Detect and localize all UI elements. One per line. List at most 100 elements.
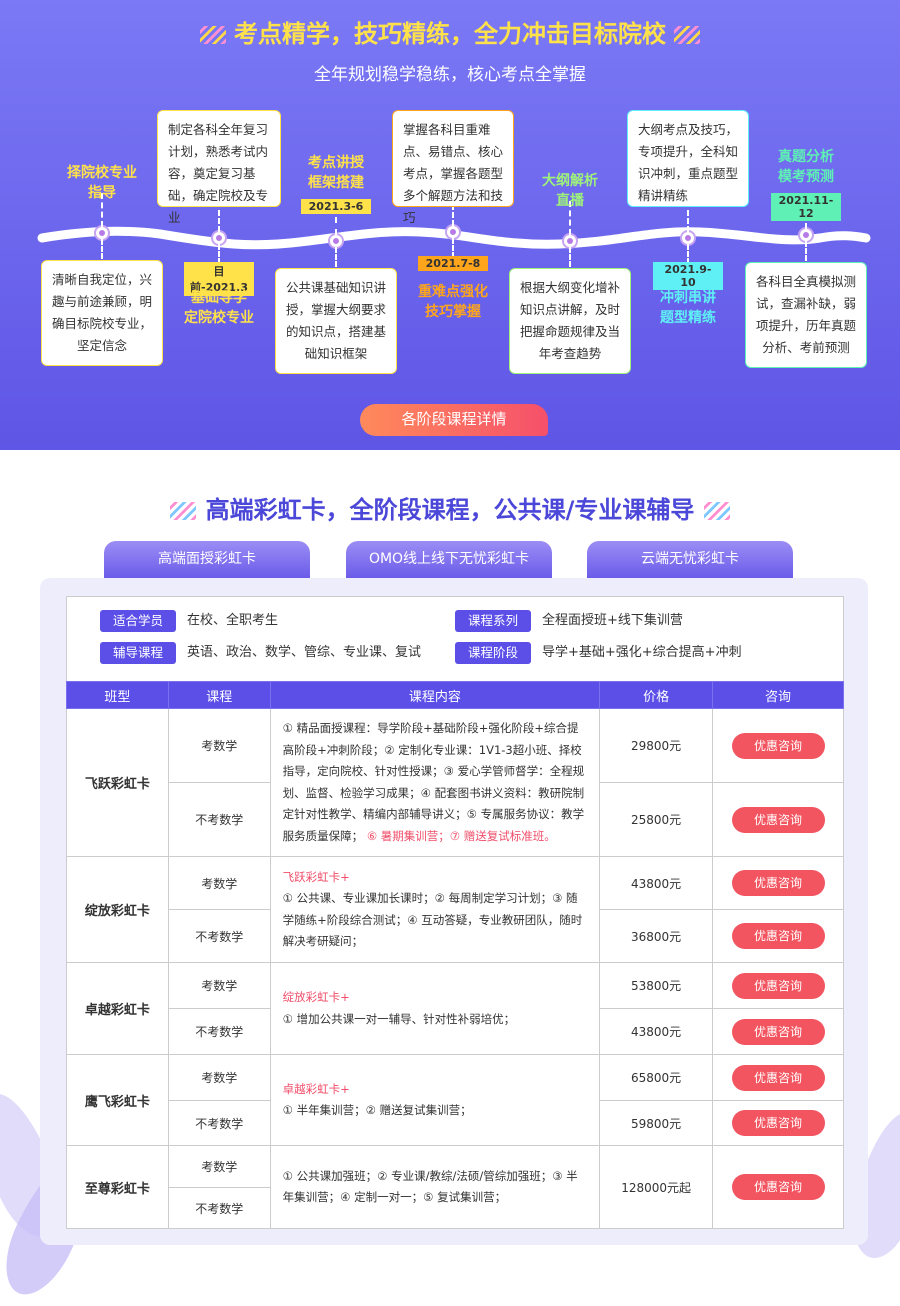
course-type: 不考数学: [167, 909, 271, 963]
course-type: 不考数学: [167, 782, 271, 857]
timeline-bubble: 各科目全真模拟测试，查漏补缺，弱项提升，历年真题分析、考前预测: [745, 262, 867, 368]
course-type: 考数学: [167, 856, 271, 910]
timeline-date: 目前-2021.3: [184, 262, 254, 296]
price: 53800元: [599, 962, 714, 1009]
section-title-text: 高端彩虹卡，全阶段课程，公共课/专业课辅导: [205, 496, 695, 524]
info-value: 导学+基础+强化+综合提高+冲刺: [542, 645, 742, 660]
timeline-title: 大纲解析 直播: [542, 173, 598, 209]
timeline-title: 考点讲授 框架搭建: [308, 155, 364, 191]
consult-cell: 优惠咨询: [712, 856, 844, 910]
class-name: 鹰飞彩虹卡: [66, 1054, 169, 1146]
col-header: 班型: [66, 681, 169, 709]
price: 43800元: [599, 1008, 714, 1055]
timeline-connector: [218, 244, 220, 264]
info-value: 在校、全职考生: [187, 613, 279, 628]
course-type: 不考数学: [167, 1008, 271, 1055]
price: 128000元起: [599, 1145, 714, 1229]
course-details-button[interactable]: 各阶段课程详情: [360, 404, 548, 436]
price: 59800元: [599, 1100, 714, 1146]
class-name: 飞跃彩虹卡: [66, 708, 169, 857]
timeline-title: 真题分析 模考预测: [778, 149, 834, 185]
consult-button[interactable]: 优惠咨询: [731, 1018, 825, 1045]
timeline-node: [213, 232, 225, 244]
hero-title-text: 考点精学，技巧精练，全力冲击目标院校: [234, 20, 666, 48]
timeline-connector: [569, 201, 571, 235]
info-label: 适合学员: [100, 610, 176, 632]
consult-button[interactable]: 优惠咨询: [731, 1110, 825, 1136]
col-header: 咨询: [712, 681, 844, 709]
consult-cell: 优惠咨询: [712, 962, 844, 1009]
consult-button[interactable]: 优惠咨询: [731, 972, 825, 999]
timeline-node: [682, 232, 694, 244]
content-text: ① 半年集训营；② 赠送复试集训营；: [282, 1103, 472, 1117]
info-value: 英语、政治、数学、管综、专业课、复试: [187, 645, 422, 660]
content-text: ① 增加公共课一对一辅导、针对性补弱培优；: [282, 1011, 516, 1026]
slash-decoration-icon: [169, 502, 196, 520]
timeline-bubble: 大纲考点及技巧，专项提升，全科知识冲刺，重点题型精讲精练: [627, 110, 749, 207]
slash-decoration-icon: [674, 26, 700, 44]
table-row: 不考数学: [67, 1187, 844, 1229]
consult-button[interactable]: 优惠咨询: [731, 1174, 825, 1200]
timeline-bubble: 清晰自我定位，兴趣与前途兼顾，明确目标院校专业，坚定信念: [41, 260, 163, 366]
timeline-date: 2021.3-6: [301, 199, 371, 214]
course-content: 飞跃彩虹卡+① 公共课、专业课加长课时；② 每周制定学习计划；③ 随学随练+阶段…: [269, 856, 601, 963]
timeline-connector: [687, 244, 689, 264]
course-content: ① 精品面授课程：导学阶段+基础阶段+强化阶段+综合提高阶段+冲刺阶段；② 定制…: [269, 708, 601, 857]
timeline-connector: [101, 193, 103, 227]
consult-button[interactable]: 优惠咨询: [731, 923, 825, 949]
content-text: ① 精品面授课程：导学阶段+基础阶段+强化阶段+综合提高阶段+冲刺阶段；② 定制…: [282, 721, 585, 843]
timeline-connector: [452, 204, 454, 226]
timeline-bubble: 公共课基础知识讲授，掌握大纲要求的知识点，搭建基础知识框架: [275, 268, 397, 374]
tab-face-to-face[interactable]: 高端面授彩虹卡: [104, 541, 310, 578]
timeline-date: 2021.9-10: [653, 262, 723, 290]
consult-cell: 优惠咨询: [712, 909, 844, 963]
timeline-date: 2021.11-12: [771, 193, 841, 221]
timeline-connector: [335, 247, 337, 267]
consult-button[interactable]: 优惠咨询: [731, 1064, 825, 1091]
course-type: 考数学: [167, 1054, 271, 1101]
course-content: ① 公共课加强班；② 专业课/教综/法硕/管综加强班；③ 半年集训营；④ 定制一…: [269, 1145, 601, 1229]
class-name: 至尊彩虹卡: [66, 1145, 169, 1229]
timeline-node: [564, 235, 576, 247]
info-label: 辅导课程: [100, 642, 176, 664]
tab-omo[interactable]: OMO线上线下无忧彩虹卡: [346, 541, 552, 578]
class-name: 绽放彩虹卡: [66, 856, 169, 963]
hero-title: 考点精学，技巧精练，全力冲击目标院校: [0, 14, 900, 49]
timeline-node: [447, 226, 459, 238]
info-label: 课程系列: [455, 610, 531, 632]
info-value: 全程面授班+线下集训营: [542, 613, 683, 628]
course-content: 绽放彩虹卡+① 增加公共课一对一辅导、针对性补弱培优；: [269, 962, 601, 1055]
timeline-connector: [101, 239, 103, 259]
consult-button[interactable]: 优惠咨询: [731, 732, 825, 759]
consult-cell: 优惠咨询: [712, 1054, 844, 1101]
info-label: 课程阶段: [455, 642, 531, 664]
tab-cloud[interactable]: 云端无忧彩虹卡: [587, 541, 793, 578]
table-row: 鹰飞彩虹卡考数学卓越彩虹卡+① 半年集训营；② 赠送复试集训营；65800元优惠…: [66, 1054, 844, 1146]
course-type: 考数学: [167, 962, 271, 1009]
col-header: 课程: [167, 681, 271, 709]
course-content: 卓越彩虹卡+① 半年集训营；② 赠送复试集训营；: [269, 1054, 601, 1146]
consult-cell: 优惠咨询: [712, 708, 844, 783]
timeline-node: [800, 229, 812, 241]
timeline-bubble: 根据大纲变化增补知识点讲解，及时把握命题规律及当年考查趋势: [509, 268, 631, 374]
timeline-connector: [452, 238, 454, 258]
col-header: 课程内容: [269, 681, 601, 709]
price: 65800元: [599, 1054, 714, 1101]
consult-button[interactable]: 优惠咨询: [731, 870, 825, 896]
consult-button[interactable]: 优惠咨询: [731, 806, 825, 833]
hero-section: 考点精学，技巧精练，全力冲击目标院校 全年规划稳学稳练，核心考点全掌握 清晰自我…: [0, 0, 900, 450]
table-row: 绽放彩虹卡考数学飞跃彩虹卡+① 公共课、专业课加长课时；② 每周制定学习计划；③…: [66, 856, 844, 963]
consult-cell: 优惠咨询: [712, 1100, 844, 1146]
consult-cell: 优惠咨询: [712, 1145, 844, 1229]
timeline-bubble: 掌握各科目重难点、易错点、核心考点，掌握各题型多个解题方法和技巧: [392, 110, 514, 225]
price: 43800元: [599, 856, 714, 910]
timeline-connector: [569, 247, 571, 267]
consult-cell: 优惠咨询: [712, 1008, 844, 1055]
course-type: 考数学: [167, 1145, 271, 1188]
timeline-connector: [687, 210, 689, 232]
